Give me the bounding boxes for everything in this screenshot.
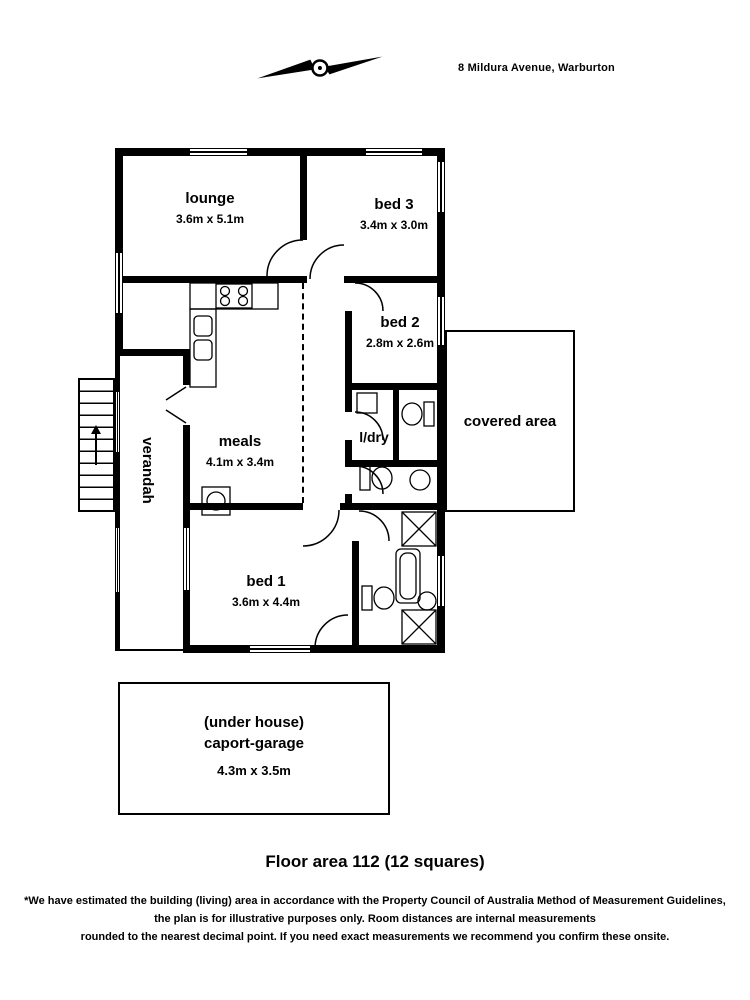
carport-label-line1: (under house) [204,714,304,731]
room-name-lounge: lounge [185,190,235,207]
room-name-verandah: verandah [138,436,156,504]
window [437,162,445,212]
room-name-bed3: bed 3 [374,196,414,213]
basin-icon [417,591,437,611]
window [437,297,445,345]
kitchen-counter-left [189,308,217,388]
stove-icon [215,283,253,309]
compass-icon [257,56,383,79]
wall-segment [345,440,352,466]
room-dims-bed1: 3.6m x 4.4m [231,595,301,610]
wall-segment [345,383,445,390]
room-label-bed2: bed 2 2.8m x 2.6m [340,314,460,351]
window [115,253,123,313]
toilet-icon [359,465,393,491]
window [437,556,445,606]
wall-segment [183,503,303,510]
wall-segment [183,590,190,653]
wall-segment [345,494,352,503]
floor-area-summary: Floor area 112 (12 squares) [265,852,485,871]
door-arc-bath [358,510,390,542]
verandah-edge [115,452,120,528]
basin-icon [409,469,431,491]
window [115,528,120,592]
door-arc-entry [314,614,349,649]
sink-icon [193,315,213,361]
carport-dims: 4.3m x 3.5m [217,763,291,778]
door-arc-laundry [354,411,384,441]
window [250,645,310,653]
window [366,148,422,156]
room-name-bed1: bed 1 [246,573,286,590]
carport-label-line2: caport-garage [203,735,305,752]
wall-segment [115,349,190,356]
door-arc-lounge [266,239,304,277]
room-name-meals: meals [218,433,262,450]
kitchen-counter [189,282,279,310]
wall-segment [345,460,445,467]
disclaimer-line-3: rounded to the nearest decimal point. If… [80,931,670,943]
door-arc-bed3 [309,244,345,280]
door-arc-bed2 [354,282,384,312]
room-name-laundry: l/dry [359,429,389,445]
wall-segment [300,148,307,240]
disclaimer-line-2: the plan is for illustrative purposes on… [154,913,596,925]
bathtub-icon [395,548,421,604]
room-carport-garage: (under house) caport-garage 4.3m x 3.5m [118,682,390,815]
room-label-bed1: bed 1 3.6m x 4.4m [196,573,336,610]
hall-dashed-line [302,283,304,503]
wall-segment [393,390,399,460]
wall-segment [345,276,352,283]
verandah-edge [115,356,120,392]
wall-segment [115,148,445,156]
laundry-trough-icon [356,392,378,414]
room-label-verandah: verandah [126,405,168,535]
wall-segment [183,645,445,653]
wall-segment [115,276,307,283]
window [183,528,190,590]
stairs-up-arrow-icon [91,425,101,434]
room-label-bed3: bed 3 3.4m x 3.0m [330,196,458,233]
room-label-covered-area: covered area [463,412,557,430]
shower-icon [401,511,437,547]
room-label-lounge: lounge 3.6m x 5.1m [140,190,280,227]
room-dims-bed3: 3.4m x 3.0m [359,218,429,233]
window [190,148,247,156]
wall-segment [352,541,359,653]
room-covered-area: covered area [445,330,575,512]
verandah-edge [115,592,120,651]
double-door-leaves [165,386,187,424]
door-arcs [165,239,390,649]
room-label-meals: meals 4.1m x 3.4m [176,433,304,470]
wall-segment [183,349,190,385]
verandah-edge [115,649,183,651]
heater-icon [201,486,231,516]
wall-segment [345,311,352,412]
stairs-up-arrow-stem [95,433,97,465]
shower-icon [401,609,437,645]
wall-segment [437,148,445,653]
wall-segment [115,148,123,356]
disclaimer-text: *We have estimated the building (living)… [0,892,750,946]
bathroom-fixtures [356,392,437,645]
window [115,392,120,452]
toilet-icon [361,585,395,611]
disclaimer-line-1: *We have estimated the building (living)… [24,895,726,907]
room-dims-meals: 4.1m x 3.4m [205,455,275,470]
property-address: 8 Mildura Avenue, Warburton [458,62,615,74]
toilet-icon [401,401,435,427]
room-label-laundry: l/dry [347,429,401,445]
room-name-bed2: bed 2 [380,314,420,331]
room-dims-lounge: 3.6m x 5.1m [175,212,245,227]
room-dims-bed2: 2.8m x 2.6m [365,336,435,351]
wall-segment [183,425,190,528]
wall-segment [344,276,445,283]
door-arc-bed1 [302,509,340,547]
wall-segment [340,503,445,510]
kitchen-fixtures [189,282,279,388]
